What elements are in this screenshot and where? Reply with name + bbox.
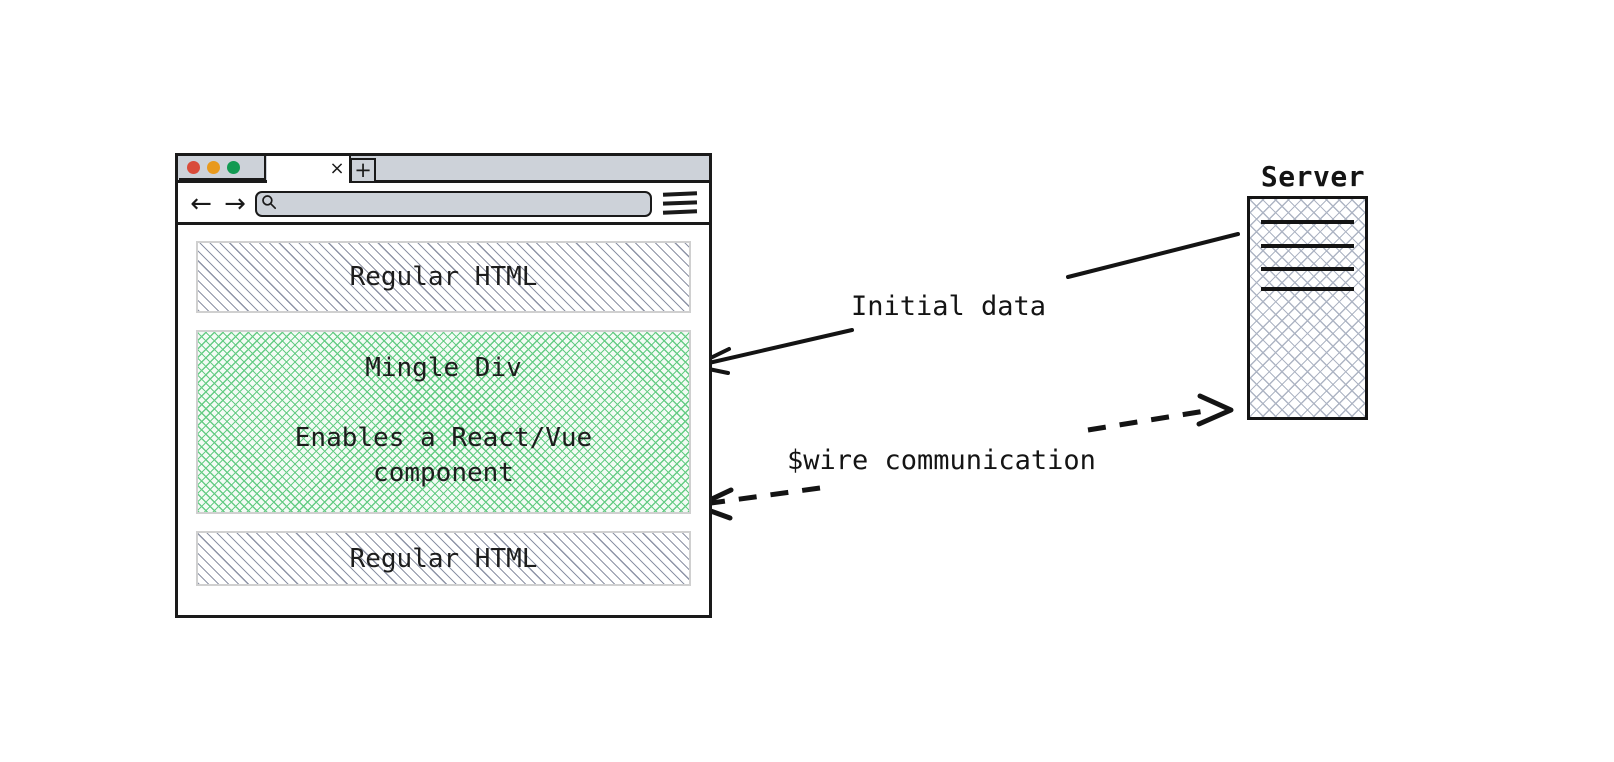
server-rack-line-2	[1261, 244, 1354, 248]
tab-close-icon[interactable]: ×	[329, 158, 345, 179]
regular-html-top-label: Regular HTML	[349, 262, 538, 292]
initial-data-label: Initial data	[851, 291, 1047, 322]
server-rack-line-4	[1261, 287, 1354, 291]
mingle-div-subtitle: Enables a React/Vue component	[294, 422, 593, 488]
new-tab-button[interactable]: +	[350, 158, 376, 183]
server-rack-line-3	[1261, 267, 1354, 271]
mingle-div-block: Mingle Div Enables a React/Vue component	[196, 330, 691, 514]
hamburger-menu-icon[interactable]	[662, 191, 698, 218]
server-box	[1247, 196, 1368, 420]
server-label: Server	[1260, 160, 1366, 193]
regular-html-block-top: Regular HTML	[196, 241, 691, 313]
wire-line-left	[703, 485, 821, 507]
search-icon	[261, 194, 279, 214]
initial-data-line-left	[698, 328, 854, 367]
minimize-window-icon[interactable]	[207, 160, 220, 174]
browser-window: × + ← → Regular HT	[175, 153, 712, 618]
menu-bar-2	[662, 200, 698, 206]
mingle-div-title: Mingle Div	[365, 352, 522, 383]
back-arrow-icon[interactable]: ←	[190, 189, 212, 219]
window-controls	[179, 156, 266, 180]
wire-line-right	[1087, 408, 1206, 433]
browser-page-content: Regular HTML Mingle Div Enables a React/…	[178, 225, 709, 615]
menu-bar-1	[662, 191, 698, 197]
server-rack-line-1	[1261, 220, 1354, 224]
close-window-icon[interactable]	[187, 160, 200, 174]
search-glyph	[262, 195, 277, 210]
address-bar[interactable]	[255, 191, 652, 217]
wire-arrowhead-right	[1196, 393, 1234, 427]
regular-html-block-bottom: Regular HTML	[196, 531, 691, 586]
menu-bar-3	[662, 209, 698, 215]
initial-data-line-right	[1066, 232, 1240, 279]
maximize-window-icon[interactable]	[227, 160, 240, 174]
browser-toolbar: ← →	[178, 183, 709, 225]
browser-titlebar: × +	[178, 156, 709, 183]
wire-communication-label: $wire communication	[787, 445, 1096, 476]
forward-arrow-icon[interactable]: →	[224, 189, 246, 219]
regular-html-bottom-label: Regular HTML	[349, 543, 538, 574]
